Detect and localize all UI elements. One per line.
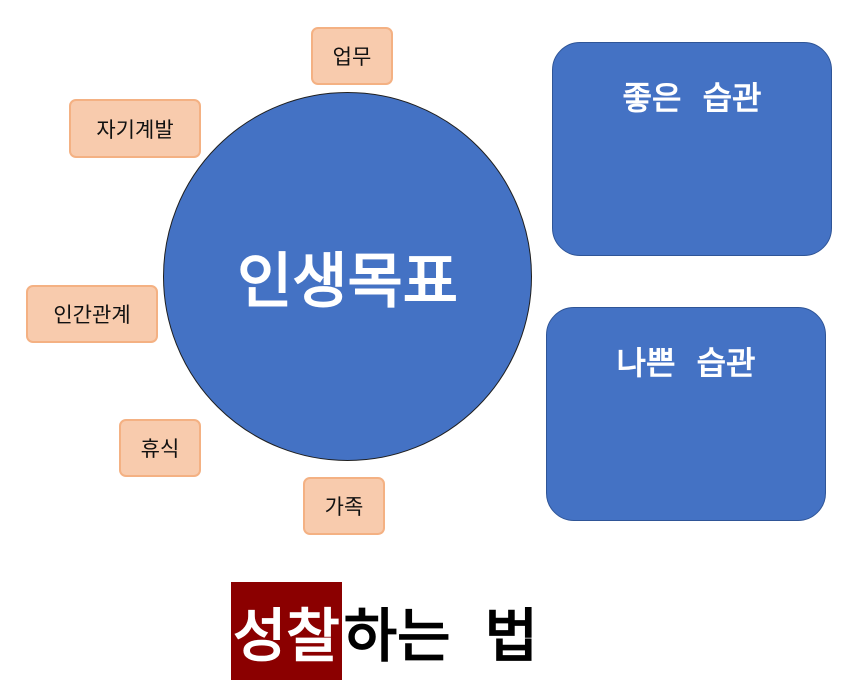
footer-title: 성찰 하는 법 [231,582,538,680]
area-tag-relationships: 인간관계 [26,285,158,343]
life-goal-circle: 인생목표 [163,92,532,461]
bad-habits-box: 나쁜 습관 [546,307,826,521]
bad-habits-title: 나쁜 습관 [616,344,756,382]
footer-title-rest: 하는 법 [343,602,539,670]
footer-title-highlight: 성찰 [231,582,342,680]
area-tag-rest: 휴식 [119,419,201,477]
area-tag-self-development: 자기계발 [69,99,201,158]
life-goal-label: 인생목표 [237,247,458,317]
good-habits-title: 좋은 습관 [622,79,762,117]
area-tag-work: 업무 [311,27,393,85]
area-tag-family: 가족 [303,477,385,535]
good-habits-box: 좋은 습관 [552,42,832,256]
